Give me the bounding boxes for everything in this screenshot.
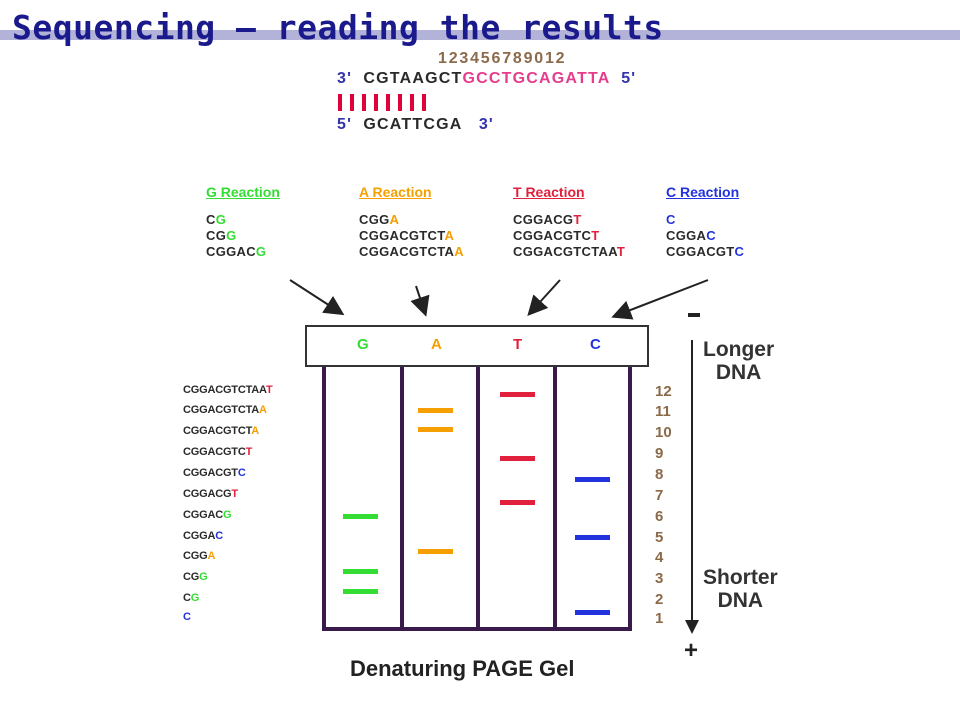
- reaction-fragment: CGGACG: [206, 244, 267, 259]
- gel-band: [500, 456, 535, 461]
- band-number: 6: [655, 508, 664, 525]
- gel-band: [500, 500, 535, 505]
- fragment-row: CGG: [183, 571, 208, 583]
- template-strand: 3' CGTAAGCTGCCTGCAGATTA 5': [337, 70, 636, 88]
- arrow-c: [611, 279, 709, 320]
- gel-band: [418, 408, 453, 413]
- template-5prime-label: 5': [621, 70, 637, 87]
- lane-divider: [628, 367, 632, 629]
- lane-divider: [400, 367, 404, 629]
- reaction-fragment: CGGA: [359, 212, 400, 227]
- reaction-fragment: CGGACGTCTAAT: [513, 244, 626, 259]
- lane-label-t: T: [513, 336, 523, 353]
- fragment-row: C: [183, 611, 191, 623]
- band-number: 4: [655, 549, 664, 566]
- reaction-fragment: CGGACGTCTAA: [359, 244, 464, 259]
- reaction-title: A Reaction: [359, 184, 432, 200]
- minus-sign: [688, 313, 700, 317]
- base-pair-bonds: [338, 94, 434, 116]
- gel-band: [343, 589, 378, 594]
- reaction-title: C Reaction: [666, 184, 740, 200]
- longer-dna-label: Longer DNA: [703, 338, 775, 384]
- band-number: 11: [655, 403, 671, 420]
- gel-well-header: [305, 325, 649, 367]
- band-number: 8: [655, 466, 664, 483]
- band-number: 2: [655, 591, 664, 608]
- lane-divider: [553, 367, 557, 629]
- lane-label-c: C: [590, 336, 601, 353]
- band-number: 5: [655, 529, 664, 546]
- fragment-row: CGGACG: [183, 509, 232, 521]
- title-underline-bar: [0, 30, 960, 40]
- slide-title: Sequencing – reading the results: [12, 8, 664, 47]
- arrow-g: [289, 279, 345, 316]
- lane-divider: [322, 367, 326, 629]
- reaction-fragment: CGGACGT: [513, 212, 582, 227]
- gel-band: [343, 514, 378, 519]
- gel-band: [418, 427, 453, 432]
- reaction-fragment: CGGACGTCT: [513, 228, 600, 243]
- fragment-row: CGGACGT: [183, 488, 238, 500]
- band-number: 7: [655, 487, 664, 504]
- band-number: 12: [655, 383, 672, 400]
- gel-band: [500, 392, 535, 397]
- primer-5prime-label: 5': [337, 116, 353, 133]
- fragment-row: CG: [183, 592, 200, 604]
- primer-3prime-label: 3': [478, 116, 494, 133]
- lane-label-g: G: [357, 336, 369, 353]
- fragment-row: CGGA: [183, 550, 216, 562]
- primer-sequence: GCATTCGA: [363, 116, 462, 133]
- fragment-row: CGGACGTCTA: [183, 425, 260, 437]
- reaction-fragment: CG: [206, 212, 227, 227]
- fragment-row: CGGACGTC: [183, 467, 246, 479]
- lane-divider: [476, 367, 480, 629]
- shorter-dna-label: Shorter DNA: [703, 566, 778, 612]
- gel-band: [418, 549, 453, 554]
- fragment-row: CGGACGTCTAAT: [183, 384, 273, 396]
- reaction-fragment: CGGAC: [666, 228, 716, 243]
- template-3prime-label: 3': [337, 70, 353, 87]
- reaction-fragment: CGGACGTCTA: [359, 228, 455, 243]
- band-number: 10: [655, 424, 672, 441]
- arrow-t: [527, 279, 561, 316]
- band-number: 9: [655, 445, 664, 462]
- reaction-title: T Reaction: [513, 184, 585, 200]
- primer-strand: 5' GCATTCGA 3': [337, 116, 494, 134]
- reaction-fragment: CGGACGTC: [666, 244, 745, 259]
- fragment-row: CGGACGTCTAA: [183, 404, 267, 416]
- migration-arrow-line: [691, 340, 693, 620]
- arrow-a: [410, 285, 430, 317]
- plus-sign: +: [684, 637, 699, 664]
- migration-arrow-head: [685, 620, 699, 634]
- gel-band: [343, 569, 378, 574]
- gel-title: Denaturing PAGE Gel: [350, 656, 575, 681]
- lane-label-a: A: [431, 336, 442, 353]
- gel-band: [575, 477, 610, 482]
- fragment-row: CGGAC: [183, 530, 223, 542]
- reaction-title: G Reaction: [206, 184, 280, 200]
- fragment-row: CGGACGTCT: [183, 446, 253, 458]
- band-number: 1: [655, 610, 664, 627]
- position-numbers: 123456789012: [438, 50, 567, 67]
- template-black-part: CGTAAGCT: [363, 70, 463, 87]
- gel-bottom-edge: [322, 627, 632, 631]
- template-pink-part: GCCTGCAGATTA: [462, 70, 610, 87]
- reaction-fragment: C: [666, 212, 676, 227]
- gel-band: [575, 535, 610, 540]
- gel-band: [575, 610, 610, 615]
- reaction-fragment: CGG: [206, 228, 237, 243]
- band-number: 3: [655, 570, 664, 587]
